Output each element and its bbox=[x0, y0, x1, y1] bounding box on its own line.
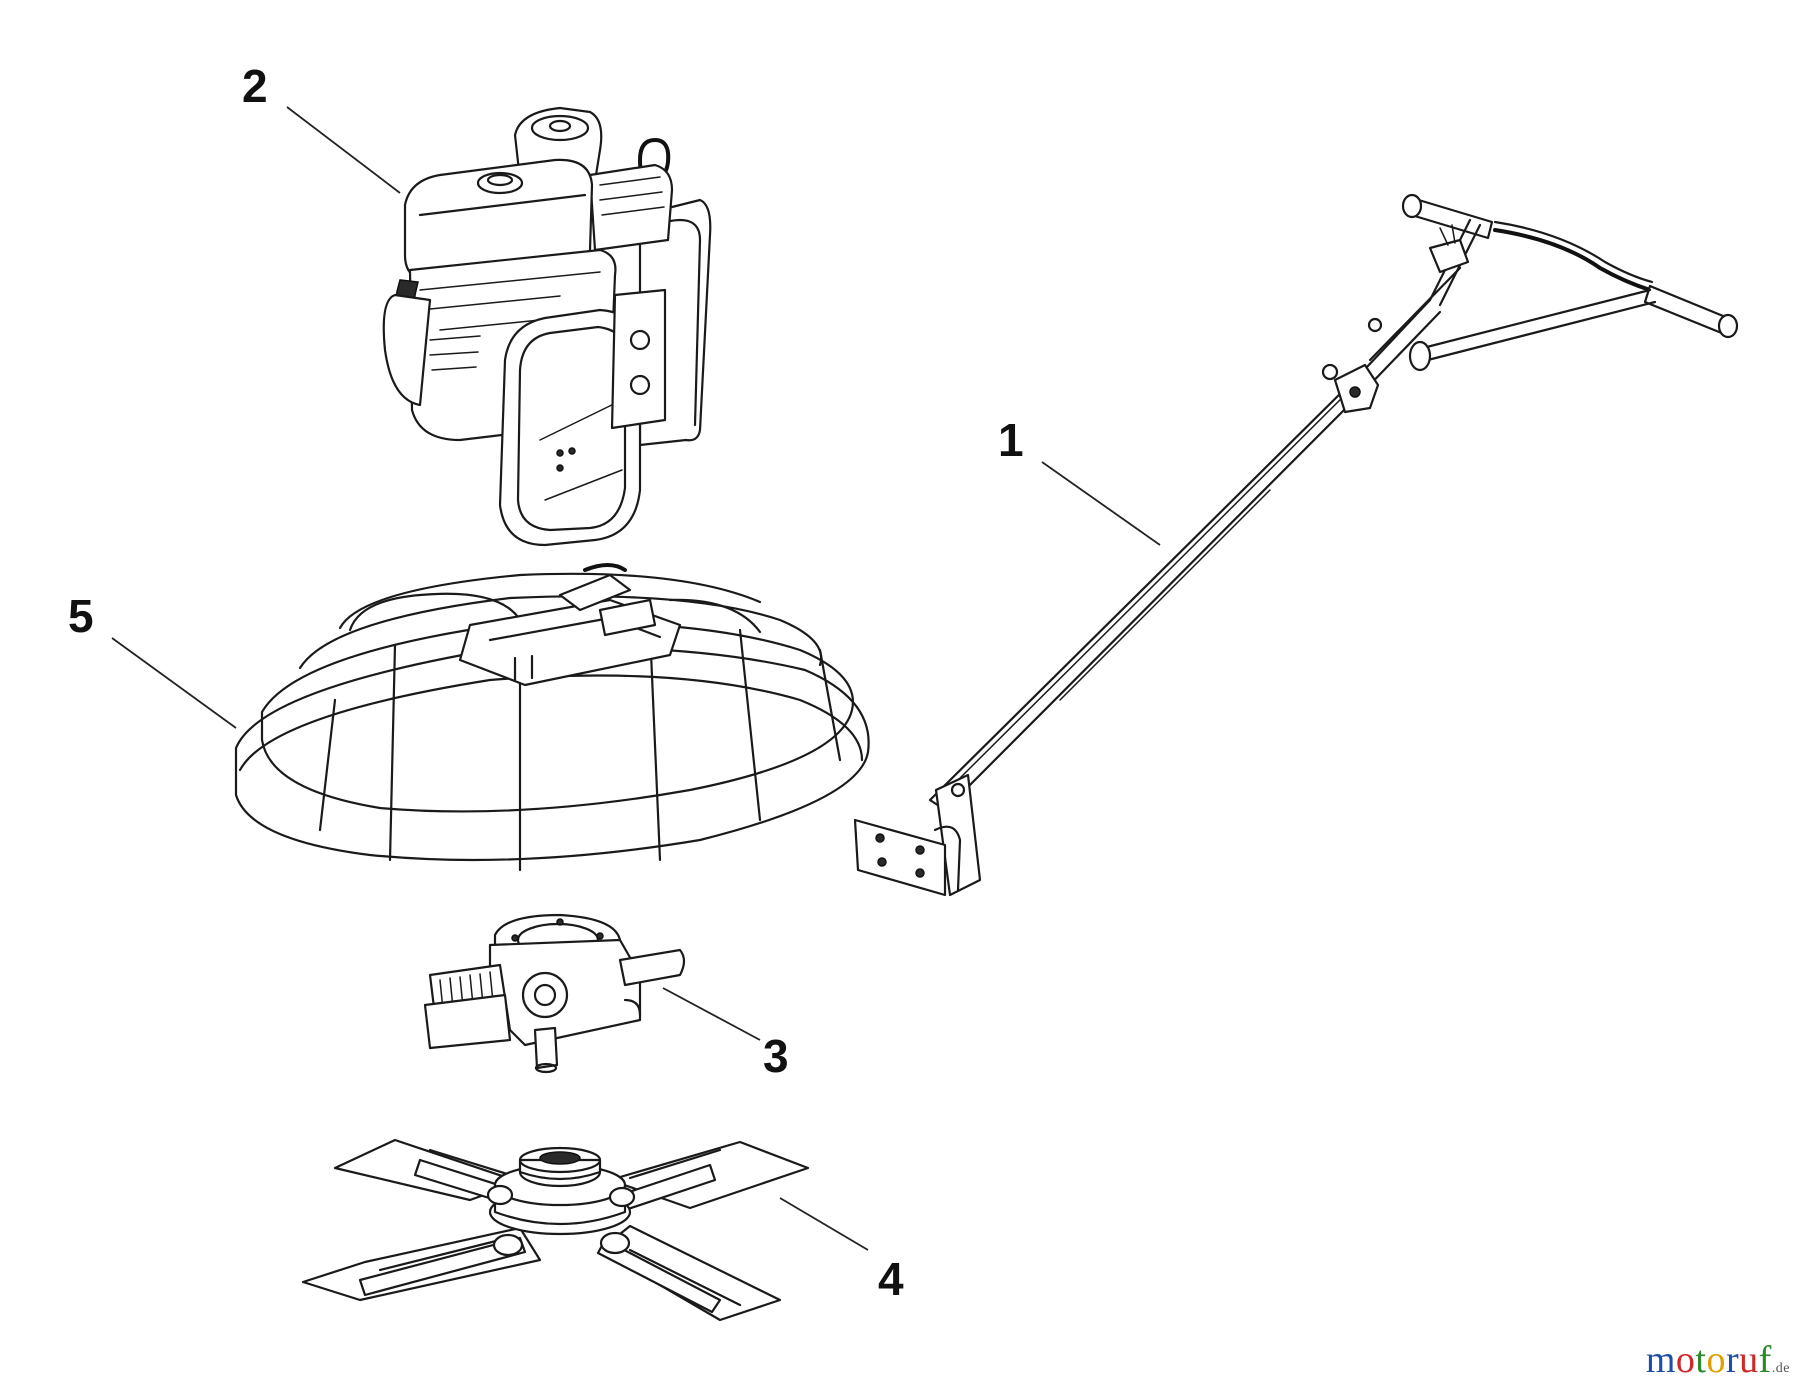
watermark-logo: motoruf.de bbox=[1646, 1338, 1790, 1382]
watermark-letter: t bbox=[1695, 1339, 1707, 1381]
part-gearbox bbox=[423, 913, 686, 1074]
watermark-letter: o bbox=[1706, 1339, 1726, 1381]
watermark-domain: .de bbox=[1771, 1361, 1790, 1376]
callout-3: 3 bbox=[763, 1030, 789, 1082]
part-guard-ring bbox=[234, 563, 870, 872]
watermark-letter: o bbox=[1675, 1339, 1696, 1381]
watermark-letter: f bbox=[1758, 1339, 1772, 1381]
part-handle bbox=[853, 193, 1739, 897]
watermark-letter: m bbox=[1645, 1339, 1676, 1381]
callout-2: 2 bbox=[242, 60, 268, 112]
callout-5: 5 bbox=[68, 590, 94, 642]
callout-1: 1 bbox=[998, 414, 1024, 466]
callout-4: 4 bbox=[878, 1253, 904, 1305]
watermark-letter: u bbox=[1739, 1339, 1759, 1381]
part-engine bbox=[382, 106, 712, 547]
watermark-letter: r bbox=[1725, 1339, 1740, 1381]
part-blade-assembly bbox=[301, 1138, 810, 1322]
watermark-letters: motoruf bbox=[1646, 1339, 1772, 1381]
